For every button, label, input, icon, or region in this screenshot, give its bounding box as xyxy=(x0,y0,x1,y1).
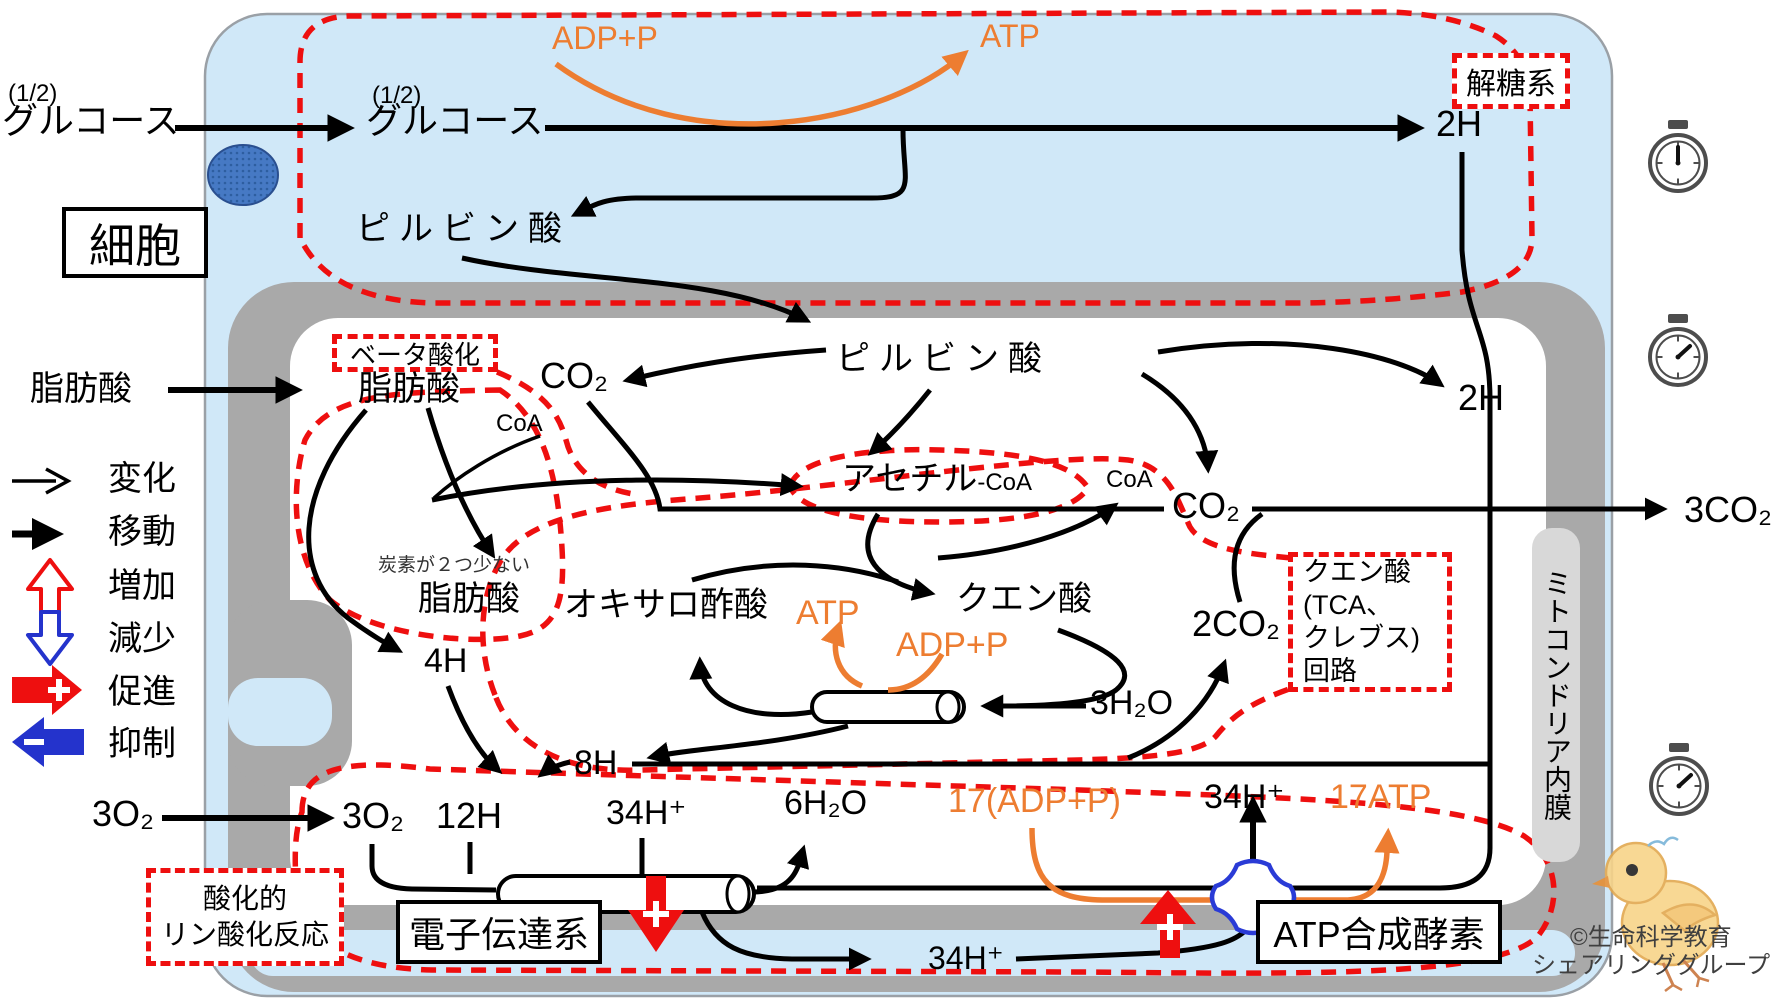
decrease-arrow-icon xyxy=(26,610,74,666)
glucose-inner-label: グルコース xyxy=(366,100,544,141)
coa-beta-label: CoA xyxy=(496,410,543,437)
fatty-acid-short-label: 脂肪酸 xyxy=(418,580,520,618)
mitochondrial-matrix xyxy=(290,318,1546,905)
beta-oxidation-label: ベータ酸化 xyxy=(332,334,498,372)
h2o-output-arrow xyxy=(751,844,810,895)
citrate-label: クエン酸 xyxy=(956,580,1092,618)
promote-arrow-icon xyxy=(12,665,82,715)
stopwatch-icon-glycolysis xyxy=(1648,118,1708,193)
h4-label: 4H xyxy=(424,642,468,680)
h34-up-label: 34H⁺ xyxy=(1204,778,1285,816)
h8-label: 8H xyxy=(574,744,618,782)
tca-line-3: クレブス) xyxy=(1303,623,1420,653)
glucose-outer-label: グルコース xyxy=(2,100,180,141)
oxphos-line-2: リン酸化反応 xyxy=(160,919,329,950)
glycolysis-label: 解糖系 xyxy=(1452,53,1570,109)
co2-drain-line xyxy=(586,400,1164,512)
pyruvate-import-arrow xyxy=(461,255,812,323)
oxphos-line-1: 酸化的 xyxy=(202,882,287,914)
cell-label: 細胞 xyxy=(62,207,208,278)
tca-line-1: クエン酸 xyxy=(1303,557,1411,588)
co2-matrix-label: CO₂ xyxy=(1172,485,1240,526)
change-arrow-icon xyxy=(12,467,72,495)
adp17-label: 17(ADP+P) xyxy=(948,782,1121,820)
oxphos-label: 酸化的 リン酸化反応 xyxy=(146,868,344,966)
beta-ox-tca-connector xyxy=(495,369,641,498)
pyruvate-cytosol-label: ピルビン酸 xyxy=(356,210,571,248)
o2-inner-label: 3O₂ xyxy=(342,795,404,836)
to-acetyl-arrow xyxy=(431,473,804,503)
glucose-inner-fraction: (1/2) xyxy=(372,82,422,109)
h34-pumped-label: 34H⁺ xyxy=(928,940,1004,976)
increase-arrow-icon xyxy=(26,558,74,614)
pyruvate-matrix-label: ピルビン酸 xyxy=(836,340,1051,378)
h-collector-line xyxy=(757,152,1493,891)
co2-2-label: 2CO₂ xyxy=(1192,603,1280,644)
tca-enzyme-cylinder xyxy=(810,690,966,724)
atp-synthase-label: ATP合成酵素 xyxy=(1256,900,1502,964)
tca-atp-label: ATP xyxy=(796,594,860,632)
credit-line-2: シェアリンググループ xyxy=(1532,952,1771,979)
co2-beta-label: CO₂ xyxy=(540,355,608,396)
to-pyruvate-arrow xyxy=(570,129,908,217)
h12-label: 12H xyxy=(436,795,503,836)
inhibit-arrow-icon xyxy=(12,717,84,767)
acetyl-main: アセチル xyxy=(842,460,978,498)
acetyl-suffix: -CoA xyxy=(977,469,1033,496)
tca-cycle-region xyxy=(480,456,1295,773)
legend-move-label: 移動 xyxy=(108,513,176,551)
nucleus xyxy=(207,144,279,206)
reaction-arrows xyxy=(162,114,1668,971)
chick-illustration xyxy=(1592,836,1720,992)
stopwatch-icon-tca xyxy=(1648,312,1708,387)
legend-increase-label: 増加 xyxy=(108,567,176,605)
co2-export-label: 3CO₂ xyxy=(1684,489,1772,530)
synthase-atp-arrow xyxy=(1029,827,1400,903)
legend-decrease-label: 減少 xyxy=(108,620,176,658)
h2o-6-label: 6H₂O xyxy=(784,784,868,822)
h34-membrane-label: 34H⁺ xyxy=(606,794,687,832)
tca-atp-arrow xyxy=(820,620,864,689)
etc-label: 電子伝達系 xyxy=(396,900,602,964)
inner-membrane-label: ミトコンドリア内膜 xyxy=(1532,528,1580,862)
fatty-acid-inner-label: 脂肪酸 xyxy=(358,370,460,408)
legend-promote-label: 促進 xyxy=(108,673,176,711)
legend-inhibit-label: 抑制 xyxy=(108,725,176,763)
shorter-fatty-note: 炭素が２つ少ない xyxy=(378,555,531,576)
stopwatch-icon-oxphos xyxy=(1649,741,1709,816)
o2-outer-label: 3O₂ xyxy=(92,793,154,834)
glycolysis-atp-arrow xyxy=(554,49,969,127)
fatty-acid-outer-label: 脂肪酸 xyxy=(30,370,132,408)
glycolysis-adp-label: ADP+P xyxy=(552,20,658,56)
glycolysis-region xyxy=(297,9,1535,306)
glycolysis-atp-label: ATP xyxy=(980,18,1040,54)
atp-arrows xyxy=(554,49,1400,903)
tca-adp-label: ADP+P xyxy=(896,626,1009,664)
h2o-3-label: 3H₂O xyxy=(1090,684,1174,722)
legend-change-label: 変化 xyxy=(108,460,176,498)
glycolysis-h2-label: 2H xyxy=(1436,103,1483,144)
oxidative-phosphorylation-region xyxy=(292,762,1557,976)
h2-matrix-label: 2H xyxy=(1458,377,1505,418)
credit-line-1: ©生命科学教育 xyxy=(1570,924,1732,951)
proton-pump-arrow xyxy=(699,911,872,971)
legend-icons xyxy=(12,467,84,767)
promote-down-arrow xyxy=(628,876,684,952)
tca-line-4: 回路 xyxy=(1303,655,1357,686)
coa-free-label: CoA xyxy=(1106,466,1153,493)
tca-cycle-label: クエン酸 (TCA、 クレブス) 回路 xyxy=(1288,552,1452,692)
oxaloacetate-label: オキサロ酢酸 xyxy=(564,586,768,624)
atp17-label: 17ATP xyxy=(1330,778,1432,816)
glucose-outer-fraction: (1/2) xyxy=(8,80,58,107)
promote-up-arrow xyxy=(1140,890,1196,958)
tca-line-2: (TCA、 xyxy=(1303,590,1393,621)
acetyl-coa-label: アセチル-CoA xyxy=(842,462,1032,496)
